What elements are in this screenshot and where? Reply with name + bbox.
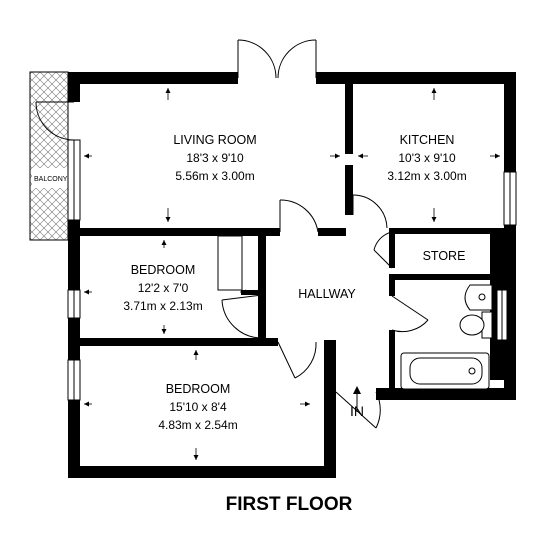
dimension-arrow-icon [84,401,89,407]
entrance-label: IN [350,403,364,419]
room-dim-imperial-living: 18'3 x 9'10 [186,151,244,165]
outer-walls [68,72,516,478]
room-name-kitchen: KITCHEN [400,133,455,147]
interior-walls [68,84,516,390]
windows [67,139,517,401]
balcony-label: BALCONY [34,176,68,183]
room-dim-metric-bedroom1: 3.71m x 2.13m [123,299,202,313]
room-name-hallway: HALLWAY [298,287,356,301]
dimension-arrow-icon [358,153,363,159]
room-dim-metric-kitchen: 3.12m x 3.00m [387,169,466,183]
room-name-store: STORE [423,249,466,263]
balcony: BALCONY [29,71,69,241]
bathroom-fixtures [400,284,493,390]
room-label-kitchen: KITCHEN 10'3 x 9'10 3.12m x 3.00m [387,133,466,183]
floor-title: FIRST FLOOR [226,494,353,515]
dimension-arrow-icon [431,88,437,93]
dimension-arrow-icon [84,289,89,295]
room-label-bedroom2: BEDROOM 15'10 x 8'4 4.83m x 2.54m [158,382,237,432]
dimension-arrow-icon [245,289,250,295]
room-label-living: LIVING ROOM 18'3 x 9'10 5.56m x 3.00m [173,133,256,183]
room-dim-imperial-kitchen: 10'3 x 9'10 [398,151,456,165]
dimension-arrow-icon [165,88,171,93]
room-name-living: LIVING ROOM [173,133,256,147]
room-label-bedroom1: BEDROOM 12'2 x 7'0 3.71m x 2.13m [123,263,202,313]
dimension-arrow-icon [193,455,199,460]
room-name-bedroom2: BEDROOM [166,382,231,396]
dimension-arrow-icon [161,329,167,334]
entrance-arrow-icon [353,386,361,394]
room-dim-imperial-bedroom1: 12'2 x 7'0 [138,281,189,295]
room-dim-imperial-bedroom2: 15'10 x 8'4 [169,400,227,414]
dimension-arrow-icon [335,153,340,159]
dimension-arrow-icon [495,153,500,159]
dimension-markers [84,88,500,460]
dimension-arrow-icon [431,217,437,222]
room-dim-metric-living: 5.56m x 3.00m [175,169,254,183]
dimension-arrow-icon [165,217,171,222]
dimension-arrow-icon [84,153,89,159]
room-dim-metric-bedroom2: 4.83m x 2.54m [158,418,237,432]
dimension-arrow-icon [161,240,167,245]
doors [35,39,429,429]
dimension-arrow-icon [193,350,199,355]
dimension-arrow-icon [305,401,310,407]
entrance-marker: IN [350,386,364,419]
room-name-bedroom1: BEDROOM [131,263,196,277]
